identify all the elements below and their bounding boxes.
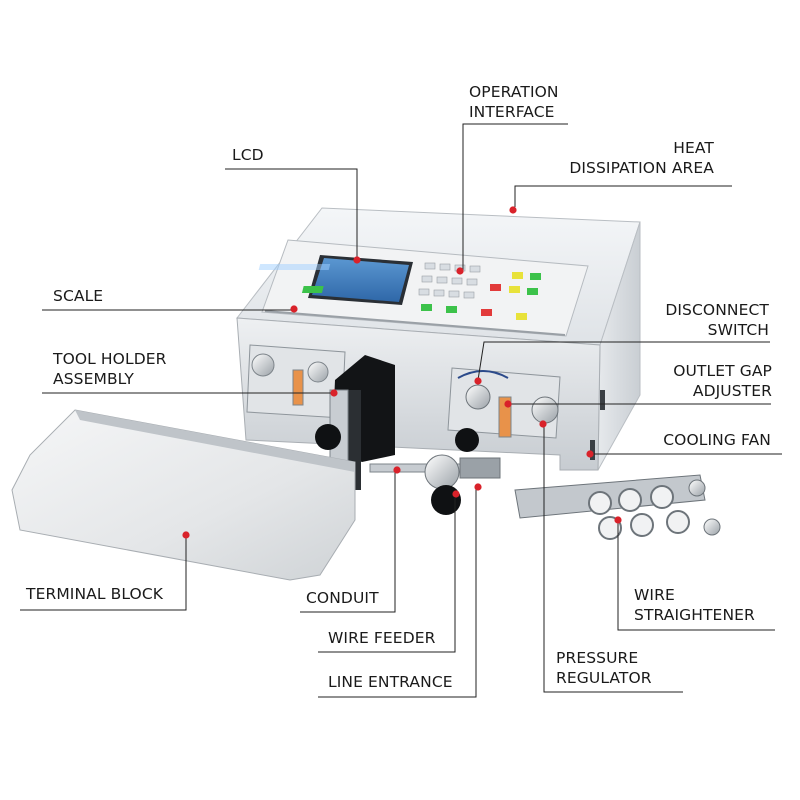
marker-dot-cooling-fan: [586, 450, 594, 458]
label-conduit: CONDUIT: [306, 589, 379, 607]
marker-dot-pressure-regulator: [539, 420, 547, 428]
leader-line-line-entrance: [318, 488, 477, 698]
leader-lines: [20, 123, 782, 698]
terminal-block-tray: [11, 409, 356, 581]
lcd-screen: [258, 255, 413, 305]
marker-dot-operation-interface: [456, 267, 464, 275]
leader-line-terminal-block: [20, 537, 187, 611]
front-plate-details: [246, 344, 561, 439]
label-wire-feeder: WIRE FEEDER: [328, 629, 436, 647]
label-wire-straightener: WIRE STRAIGHTENER: [634, 586, 755, 624]
marker-dot-line-entrance: [474, 483, 482, 491]
leader-line-pressure-regulator: [543, 426, 683, 693]
label-operation-interface: OPERATION INTERFACE: [469, 83, 559, 121]
marker-dot-scale: [290, 305, 298, 313]
label-scale: SCALE: [53, 287, 104, 305]
label-tool-holder-assembly: TOOL HOLDER ASSEMBLY: [53, 350, 167, 388]
marker-dot-lcd: [353, 256, 361, 264]
label-pressure-regulator: PRESSURE REGULATOR: [556, 649, 652, 687]
label-lcd: LCD: [232, 146, 264, 164]
label-terminal-block: TERMINAL BLOCK: [26, 585, 164, 603]
leader-line-operation-interface: [462, 123, 568, 270]
leader-line-wire-straightener: [617, 522, 775, 631]
leader-line-wire-feeder: [318, 498, 456, 653]
label-disconnect-switch: DISCONNECT SWITCH: [665, 301, 769, 339]
marker-dot-wire-straightener: [614, 516, 622, 524]
scale-bar: [264, 310, 566, 336]
marker-dot-disconnect-switch: [474, 377, 482, 385]
callout-markers: [182, 206, 622, 539]
leader-line-conduit: [300, 472, 396, 613]
leader-line-heat-dissipation-area: [514, 185, 732, 207]
marker-dot-tool-holder-assembly: [330, 389, 338, 397]
wire-straightener-unit: [514, 474, 721, 540]
label-outlet-gap-adjuster: OUTLET GAP ADJUSTER: [673, 362, 772, 400]
marker-dot-terminal-block: [182, 531, 190, 539]
marker-dot-wire-feeder: [452, 490, 460, 498]
marker-dot-heat-dissipation-area: [509, 206, 517, 214]
label-cooling-fan: COOLING FAN: [663, 431, 771, 449]
label-line-entrance: LINE ENTRANCE: [328, 673, 453, 691]
label-heat-dissipation-area: HEAT DISSIPATION AREA: [569, 139, 714, 177]
cooling-fan-vents: [590, 390, 605, 460]
leader-line-lcd: [225, 168, 358, 260]
marker-dot-outlet-gap-adjuster: [504, 400, 512, 408]
leader-line-disconnect-switch: [477, 341, 770, 381]
marker-dot-conduit: [393, 466, 401, 474]
machine-body: [236, 207, 641, 471]
